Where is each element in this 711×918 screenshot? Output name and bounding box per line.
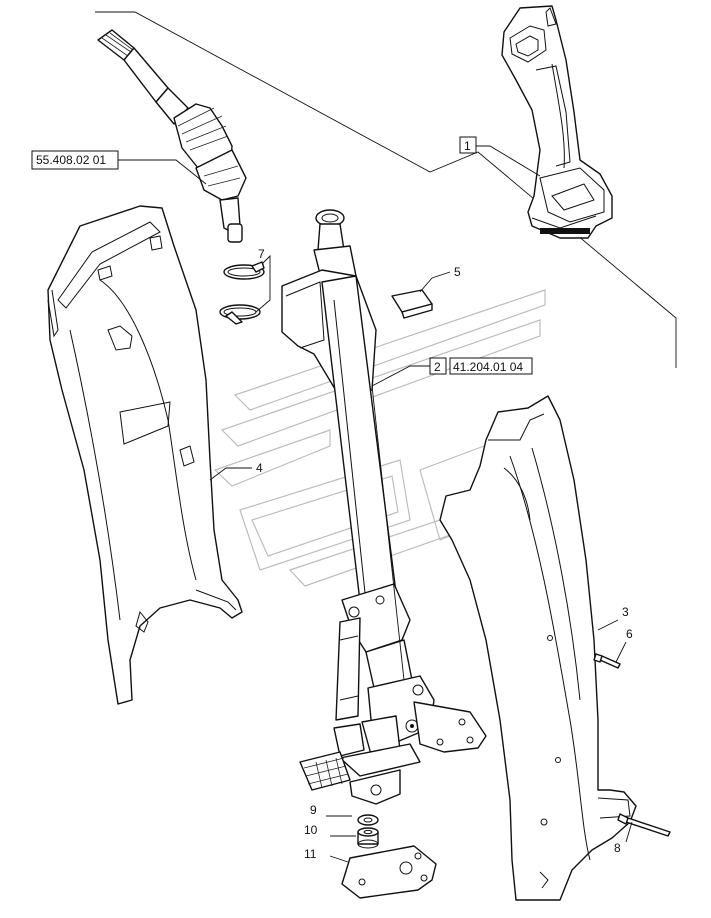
cover-plate-part: 5	[391, 265, 461, 319]
reference-tag-1: 55.408.02 01	[31, 150, 207, 185]
assembly-line	[95, 11, 677, 368]
reference-tag-2: 2 41.204.01 04	[371, 357, 533, 681]
callout-4-group: 4	[209, 461, 263, 481]
callout-8: 8	[614, 841, 621, 855]
bushing-part: 10	[304, 823, 379, 849]
reference-tag-callout-1: 1	[459, 136, 541, 177]
callout-3: 3	[622, 605, 629, 619]
callout-7-group: 7	[258, 247, 265, 261]
callout-2: 2	[434, 360, 441, 374]
right-side-panel-part: 3	[439, 395, 637, 901]
joystick-lever-part	[97, 29, 247, 243]
reference-55-408-02-01: 55.408.02 01	[36, 153, 106, 167]
callout-10: 10	[304, 823, 318, 837]
callout-9: 9	[310, 803, 317, 817]
callout-4: 4	[256, 461, 263, 475]
callout-11: 11	[304, 847, 317, 861]
callout-1: 1	[464, 139, 471, 153]
steering-column-part	[281, 209, 487, 805]
callout-6: 6	[626, 627, 633, 641]
base-plate-part: 11	[304, 845, 437, 899]
reference-41-204-01-04: 41.204.01 04	[453, 360, 523, 374]
washer-part: 9	[310, 803, 379, 826]
hose-clamp-part	[219, 254, 271, 325]
bolt-part-8: 8	[614, 813, 671, 855]
cab-shell-part	[501, 5, 613, 239]
callout-5: 5	[454, 265, 461, 279]
left-side-panel-part	[47, 205, 243, 705]
callout-7: 7	[258, 247, 265, 261]
bolt-part-6: 6	[593, 627, 633, 669]
